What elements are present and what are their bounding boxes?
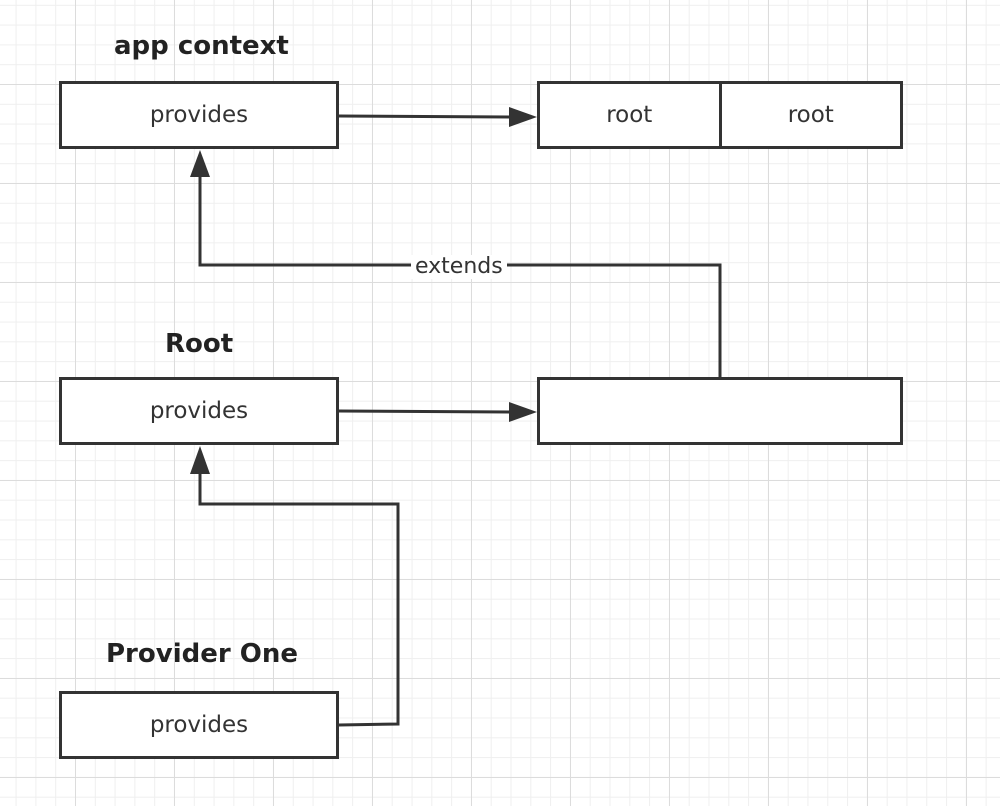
target-cell-2: root bbox=[718, 84, 901, 146]
arrowhead-app-target bbox=[509, 107, 537, 127]
provider-one-provides-label: provides bbox=[149, 712, 249, 738]
edge-app-provides-to-target bbox=[338, 114, 512, 119]
edge-root-provides-to-target bbox=[338, 409, 512, 414]
arrowhead-root-target bbox=[509, 402, 537, 422]
root-provides-label: provides bbox=[149, 398, 249, 424]
provider-one-provides-box: provides bbox=[59, 691, 339, 759]
app-context-title: app context bbox=[114, 31, 289, 61]
edge-provider-one-to-root bbox=[198, 472, 400, 727]
root-target-box bbox=[537, 377, 903, 445]
app-context-provides-box: provides bbox=[59, 81, 339, 149]
extends-label: extends bbox=[411, 254, 507, 280]
provider-one-title: Provider One bbox=[106, 639, 298, 669]
root-provides-box: provides bbox=[59, 377, 339, 445]
arrowhead-provider-one bbox=[190, 446, 210, 474]
app-context-target-box: root root bbox=[537, 81, 903, 149]
root-title: Root bbox=[165, 329, 234, 359]
arrowhead-extends bbox=[190, 150, 210, 177]
target-cell-1: root bbox=[606, 102, 653, 128]
app-context-provides-label: provides bbox=[149, 102, 249, 128]
